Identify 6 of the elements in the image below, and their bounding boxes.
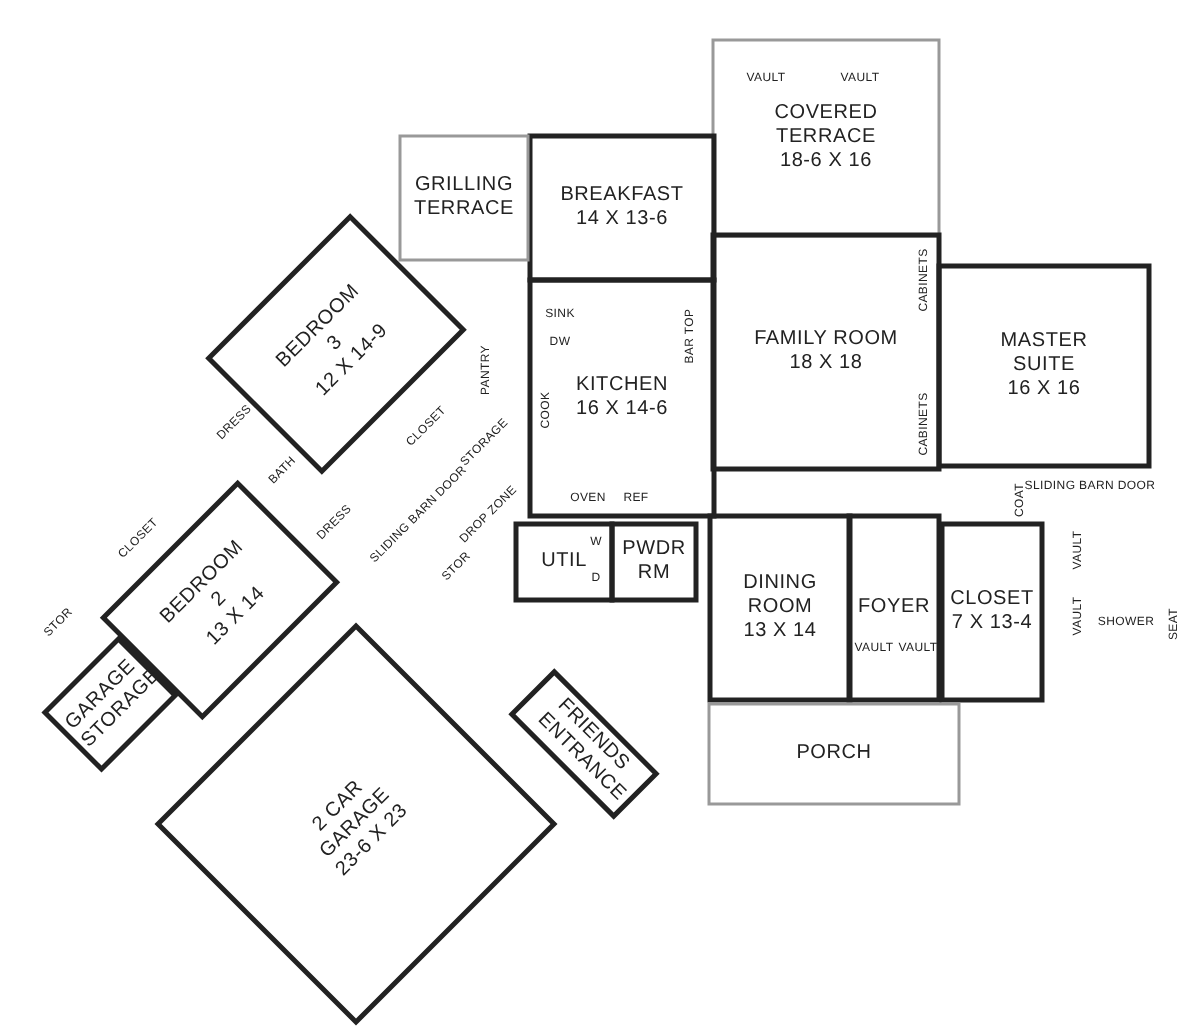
room-label: FAMILY ROOM 18 X 18: [754, 328, 898, 376]
room-label: PORCH: [796, 742, 872, 766]
room-label: COVERED TERRACE 18-6 X 16: [756, 102, 896, 174]
room-label: UTIL: [541, 550, 587, 574]
room-label: KITCHEN 16 X 14-6: [575, 374, 669, 422]
room-label: FOYER: [858, 596, 930, 620]
